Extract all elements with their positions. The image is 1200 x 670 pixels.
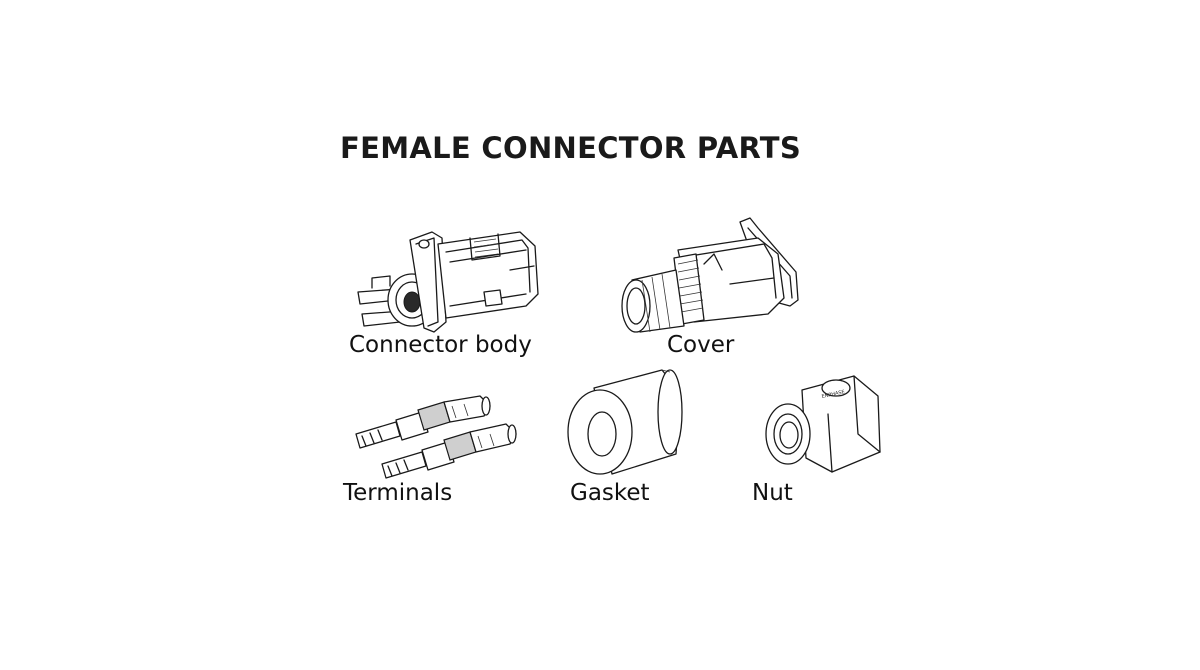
gasket-drawing: [566, 368, 686, 478]
cover-drawing: [618, 214, 804, 334]
connector-body-drawing: [350, 222, 550, 334]
nut-label: Nut: [752, 480, 793, 506]
page-title: FEMALE CONNECTOR PARTS: [340, 131, 802, 165]
cover-label: Cover: [667, 332, 735, 358]
nut-marking: ENPHASE: [821, 389, 845, 400]
terminals-drawing: [352, 395, 522, 484]
connector-body-label: Connector body: [349, 332, 532, 358]
terminals-label: Terminals: [343, 480, 453, 506]
gasket-label: Gasket: [570, 480, 650, 506]
nut-drawing: ENPHASE: [762, 374, 884, 476]
